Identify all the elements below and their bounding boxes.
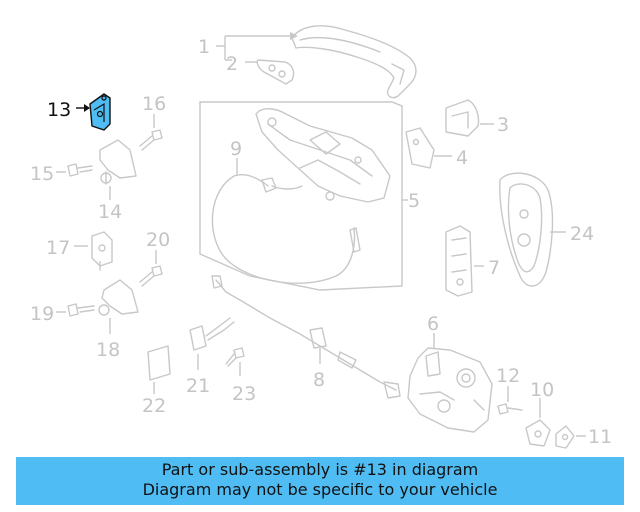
- callout-7: 7: [488, 257, 500, 279]
- part-3-cap: [445, 99, 480, 137]
- callout-20: 20: [146, 229, 170, 251]
- part-6-latch: [407, 347, 493, 433]
- part-22-plate: [147, 345, 171, 381]
- part-1-outer-handle: [291, 25, 417, 99]
- callout-23: 23: [232, 383, 256, 405]
- part-9-cable: [211, 174, 361, 284]
- callout-9: 9: [230, 138, 242, 160]
- part-10-striker: [525, 419, 551, 447]
- callout-18: 18: [96, 339, 120, 361]
- callout-24: 24: [570, 223, 594, 245]
- leader-13-arrow: [84, 104, 90, 112]
- callout-14: 14: [98, 201, 122, 223]
- callout-3: 3: [497, 114, 509, 136]
- part-8-rod: [211, 275, 401, 399]
- callout-15: 15: [30, 163, 54, 185]
- part-21-clip: [189, 317, 235, 351]
- callout-11: 11: [588, 426, 612, 448]
- part-12-bolt: [497, 403, 523, 415]
- part-5-handle-frame: [255, 108, 391, 203]
- callout-4: 4: [456, 147, 468, 169]
- leader-1: [216, 35, 290, 61]
- callout-10: 10: [530, 379, 554, 401]
- callout-19: 19: [30, 303, 54, 325]
- callout-2: 2: [226, 53, 238, 75]
- callout-16: 16: [142, 93, 166, 115]
- banner-line-1: Part or sub-assembly is #13 in diagram: [161, 460, 479, 479]
- callout-12: 12: [496, 365, 520, 387]
- callout-6: 6: [427, 313, 439, 335]
- callout-21: 21: [186, 375, 210, 397]
- part-20-bolt: [139, 265, 163, 287]
- part-15-bolt: [67, 163, 93, 177]
- callout-17: 17: [46, 237, 70, 259]
- leader-1-arrow: [290, 32, 298, 40]
- info-banner: Part or sub-assembly is #13 in diagram D…: [16, 457, 624, 505]
- part-4-gasket: [405, 127, 435, 169]
- part-14-hinge: [99, 139, 137, 185]
- part-24-seal: [499, 172, 554, 287]
- part-2-handle-base: [256, 59, 295, 85]
- part-7-bracket: [445, 225, 473, 297]
- banner-line-2: Diagram may not be specific to your vehi…: [142, 480, 498, 499]
- part-17-bracket: [91, 231, 113, 271]
- part-18-hinge: [98, 279, 139, 316]
- callout-5: 5: [408, 190, 420, 212]
- callout-22: 22: [142, 395, 166, 417]
- callout-8: 8: [313, 369, 325, 391]
- part-19-bolt: [67, 303, 95, 317]
- assembly-box: [199, 101, 403, 291]
- callout-1: 1: [198, 36, 210, 58]
- callout-13: 13: [47, 99, 71, 121]
- part-11-shim: [555, 425, 575, 449]
- part-23-screw: [225, 347, 245, 367]
- part-16-bolt: [139, 129, 163, 151]
- part-13-check-bracket: [89, 93, 111, 131]
